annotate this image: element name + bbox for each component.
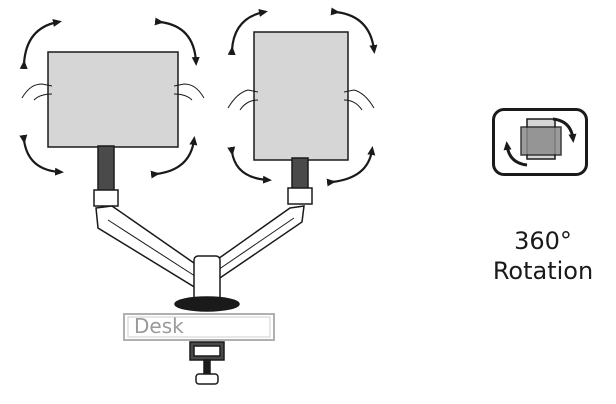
desk-label: Desk xyxy=(134,314,184,338)
rotation-degrees: 360° xyxy=(514,227,572,255)
left-monitor xyxy=(47,51,179,148)
right-monitor xyxy=(253,31,349,161)
rotate-icon-graphic xyxy=(503,117,577,167)
monitor-arm xyxy=(93,145,313,312)
rotate-360-icon xyxy=(492,108,588,176)
desk-clamp xyxy=(189,341,225,385)
rotation-arrows xyxy=(19,7,378,187)
rotation-label: Rotation xyxy=(492,257,594,285)
desk: Desk xyxy=(123,313,275,341)
hand-icon xyxy=(21,83,375,111)
